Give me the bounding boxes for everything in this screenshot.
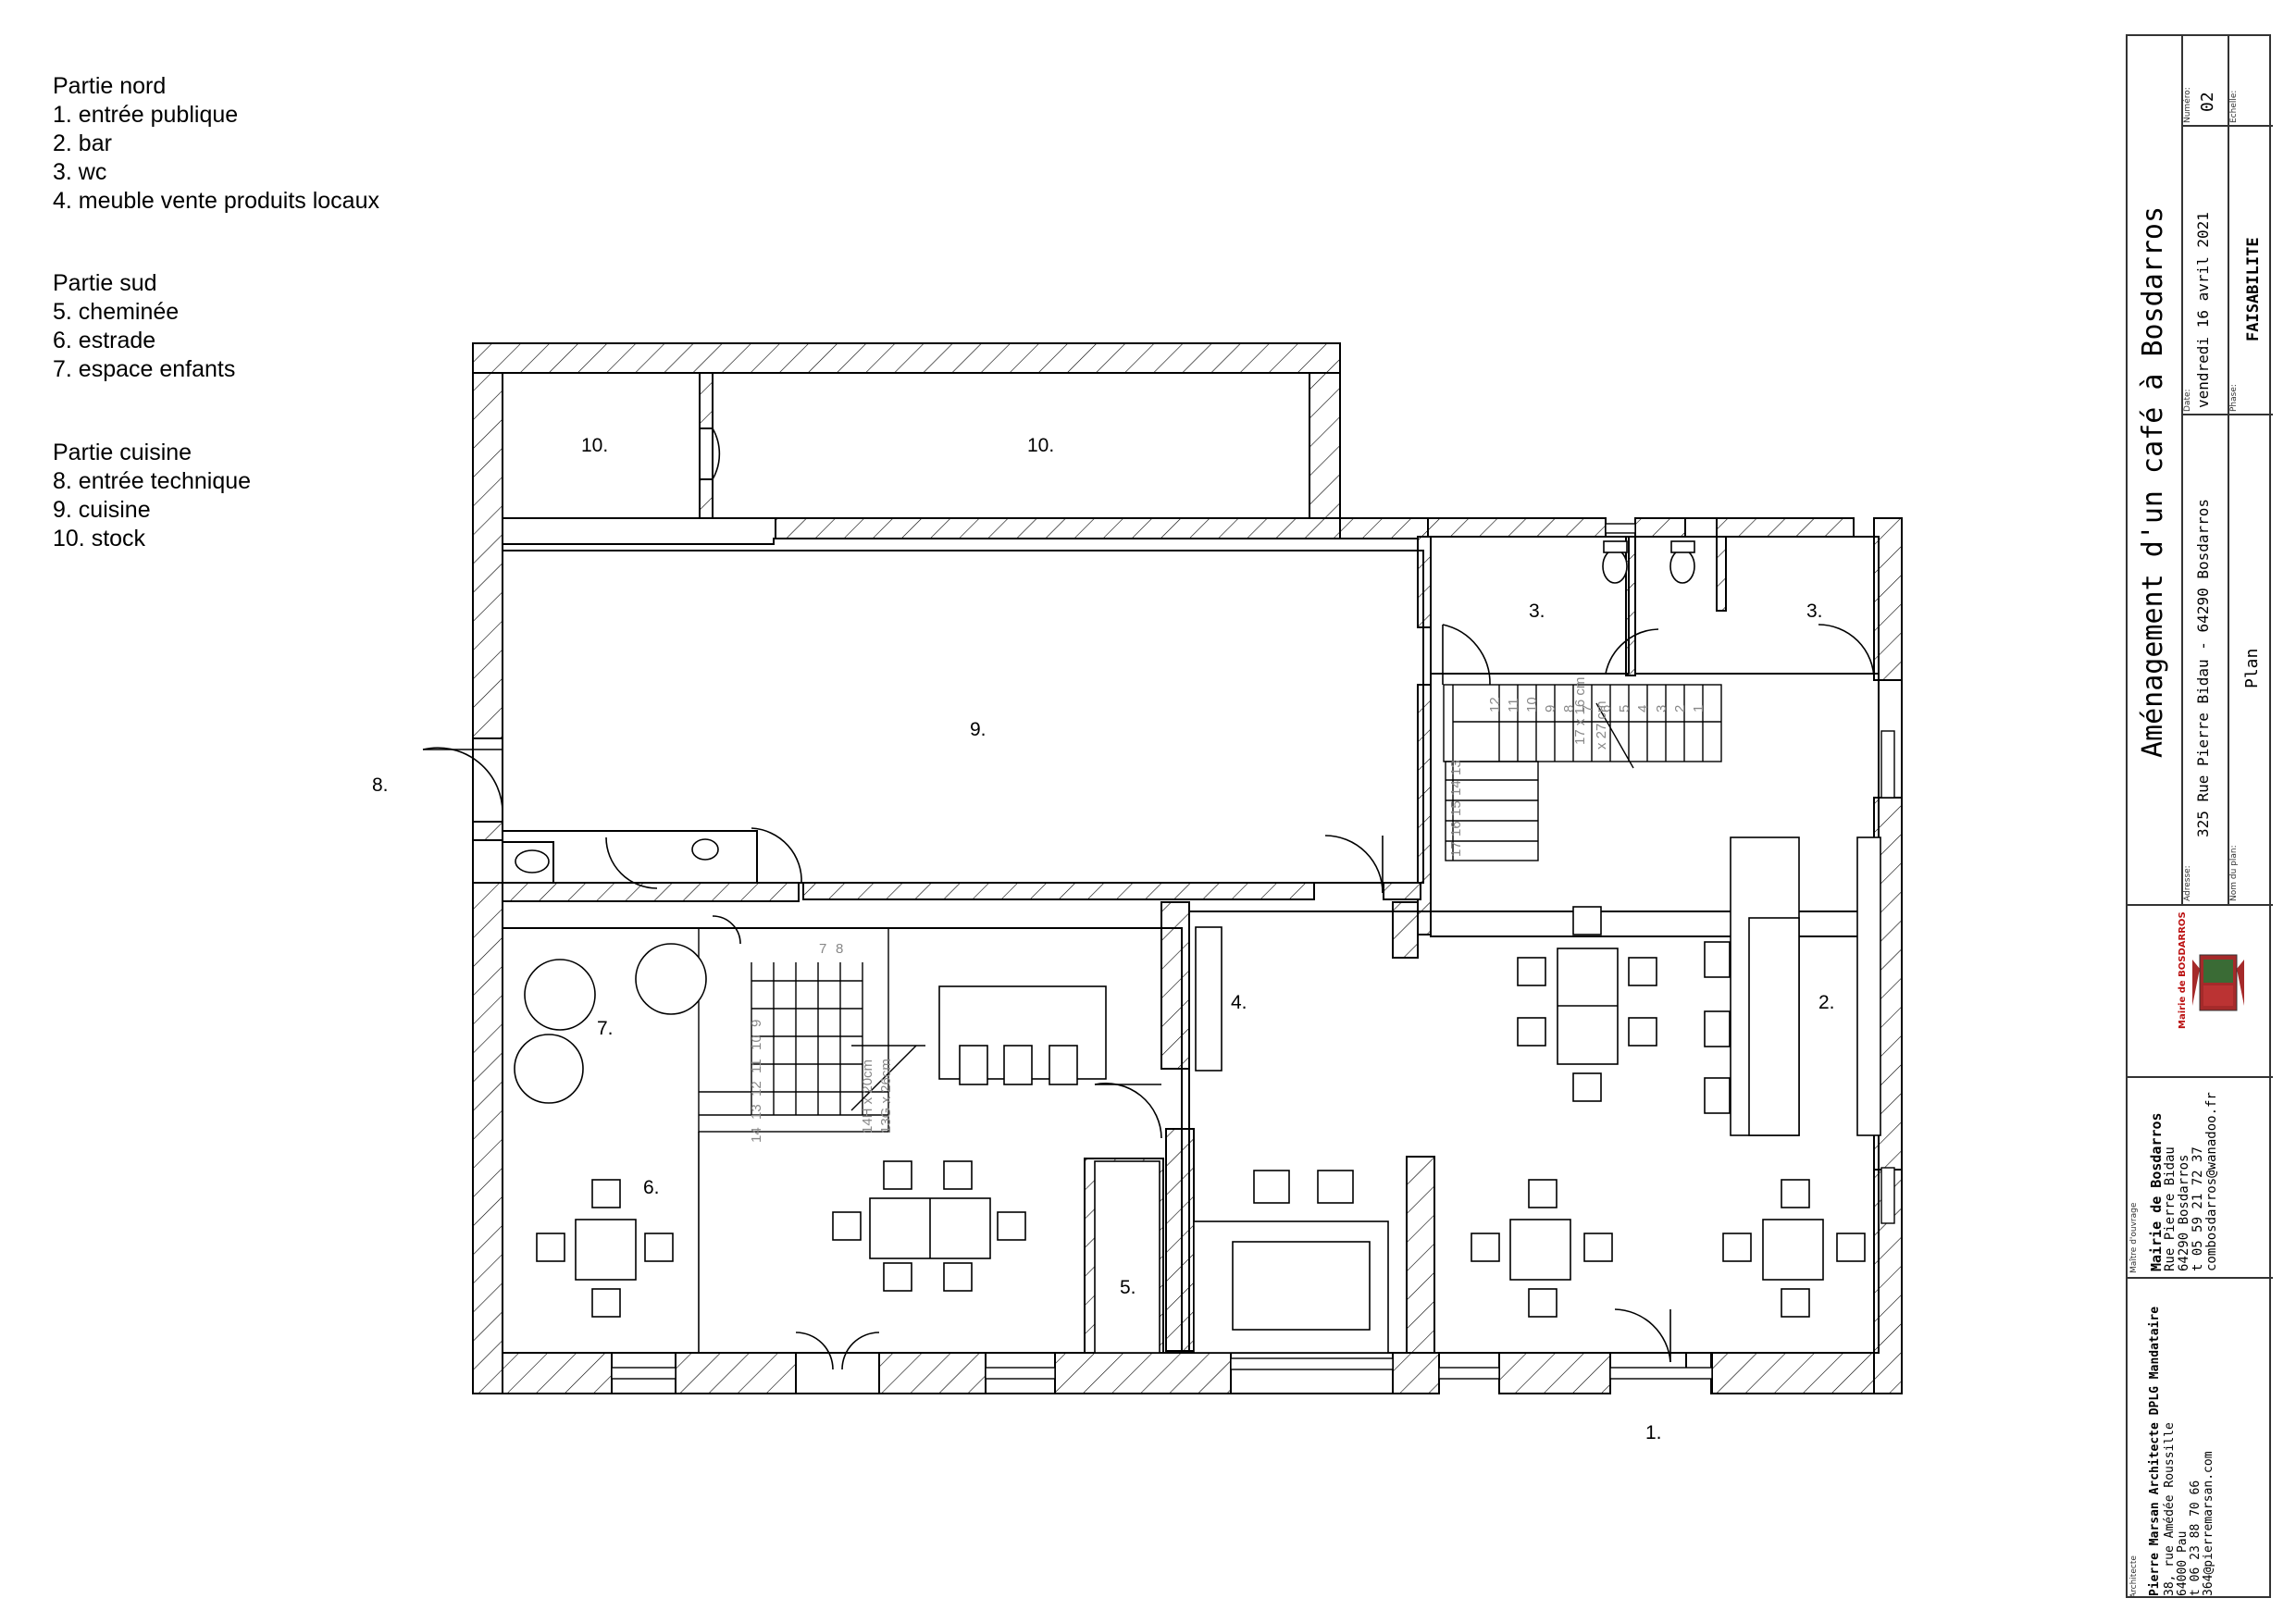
stair-step-number: 7 bbox=[1580, 705, 1595, 712]
stair-step-number: 8 bbox=[836, 941, 843, 957]
legend: Partie nord 1. entrée publique 2. bar 3.… bbox=[53, 72, 379, 216]
legend-item: 10. stock bbox=[53, 526, 146, 551]
label-stock-b: 10. bbox=[1027, 435, 1054, 456]
legend-item: 4. meuble vente produits locaux bbox=[53, 188, 379, 214]
label-kitchen: 9. bbox=[970, 719, 987, 740]
walls bbox=[472, 342, 1903, 1394]
client-line: t 05 59 21 72 37 bbox=[2191, 1146, 2205, 1271]
stair-step-number: 11 bbox=[1506, 698, 1521, 712]
stair-step-number: 5 bbox=[1617, 705, 1632, 712]
stair-step-number: 8 bbox=[1561, 705, 1577, 712]
label-stage: 6. bbox=[643, 1177, 660, 1198]
room-labels: 10. 10. 9. 8. 3. 3. 2. 4. 7. 6. 5. 1. bbox=[372, 435, 1835, 1443]
plan-name: Plan bbox=[2242, 648, 2262, 688]
label-shop-furniture: 4. bbox=[1231, 992, 1247, 1013]
number-caption: Numéro: bbox=[2183, 87, 2192, 123]
stair-step-number: 13 bbox=[749, 1104, 764, 1120]
municipality-logo: Mairie de BOSDARROS bbox=[2165, 911, 2257, 1061]
stair-note: 17 x 16 cm bbox=[1572, 677, 1588, 745]
client-line: Rue Pierre Bidau bbox=[2163, 1146, 2178, 1271]
stair-step-number: 2 bbox=[1672, 705, 1688, 712]
stair-step-number: 13 bbox=[1448, 760, 1464, 775]
label-wc-a: 3. bbox=[1529, 601, 1545, 622]
stair-step-number: 3 bbox=[1654, 705, 1669, 712]
label-wc-b: 3. bbox=[1806, 601, 1823, 622]
architect-line: 64000 Pau bbox=[2176, 1530, 2190, 1596]
doors bbox=[422, 427, 1875, 1370]
legend-title-nord: Partie nord bbox=[53, 73, 167, 99]
stair-step-number: 14 bbox=[749, 1127, 764, 1143]
stair-step-number: 6 bbox=[1598, 705, 1614, 712]
legend-item: 5. cheminée bbox=[53, 299, 180, 325]
stair-upper bbox=[1443, 684, 1722, 861]
stair-step-number: 1 bbox=[1691, 705, 1706, 712]
stair-step-number: 10 bbox=[749, 1035, 764, 1050]
legend-cuisine: Partie cuisine 8. entrée technique 9. cu… bbox=[53, 439, 251, 553]
date: vendredi 16 avril 2021 bbox=[2194, 212, 2212, 408]
legend-item: 6. estrade bbox=[53, 328, 156, 353]
architect-line: t 06 23 88 70 66 bbox=[2189, 1480, 2203, 1596]
stair-step-number: 9 bbox=[749, 1020, 764, 1027]
client-line: 64290 Bosdarros bbox=[2177, 1154, 2191, 1271]
label-bar: 2. bbox=[1818, 992, 1835, 1013]
label-tech-entry: 8. bbox=[372, 774, 389, 796]
phase: FAISABILITE bbox=[2244, 237, 2263, 341]
stair-step-number: 15 bbox=[1448, 800, 1464, 816]
architect-line: 38, rue Amédée Roussille bbox=[2163, 1422, 2177, 1596]
stair-step-number: 11 bbox=[749, 1059, 764, 1073]
architect-name: Pierre Marsan Architecte DPLG Mandataire bbox=[2148, 1306, 2162, 1596]
floor-plan: 12 11 10 9 8 7 6 5 4 3 2 1 17 x 16 cm x … bbox=[372, 342, 1903, 1443]
stair-upper-numbers: 12 11 10 9 8 7 6 5 4 3 2 1 17 x 16 cm x … bbox=[1448, 677, 1706, 857]
architect-caption: Architecte bbox=[2129, 1555, 2139, 1598]
legend-item: 2. bar bbox=[53, 130, 112, 156]
stair-step-number: 10 bbox=[1524, 697, 1540, 712]
stair-step-number: 4 bbox=[1635, 705, 1651, 712]
plan-name-caption: Nom du plan: bbox=[2229, 845, 2239, 901]
client-line: combosdarros@wanadoo.fr bbox=[2204, 1092, 2219, 1271]
stair-step-number: 12 bbox=[1487, 697, 1503, 712]
legend-title-cuisine: Partie cuisine bbox=[53, 440, 192, 465]
stair-step-number: 14 bbox=[1448, 780, 1464, 796]
legend-sud: Partie sud 5. cheminée 6. estrade 7. esp… bbox=[53, 269, 235, 384]
phase-caption: Phase: bbox=[2229, 384, 2239, 412]
furniture bbox=[514, 540, 1881, 1354]
windows bbox=[611, 523, 1895, 1380]
address-caption: Adresse: bbox=[2183, 865, 2192, 901]
stair-step-number: 12 bbox=[749, 1081, 764, 1096]
coat-of-arms-icon bbox=[2192, 954, 2244, 1011]
title-block: Aménagement d'un café à Bosdarros Adress… bbox=[2126, 34, 2273, 1598]
legend-item: 7. espace enfants bbox=[53, 356, 236, 382]
stair-step-number: 9 bbox=[1543, 705, 1558, 712]
stair-lower bbox=[698, 927, 925, 1133]
legend-item: 3. wc bbox=[53, 159, 107, 185]
address: 325 Rue Pierre Bidau - 64290 Bosdarros bbox=[2194, 498, 2212, 837]
number: 02 bbox=[2198, 92, 2217, 112]
stair-step-number: 16 bbox=[1448, 821, 1464, 836]
stair-note: 14H x 20cm bbox=[860, 1059, 875, 1134]
stair-step-number: 7 bbox=[819, 941, 826, 957]
label-fireplace: 5. bbox=[1120, 1277, 1136, 1298]
stair-note: x 27 cm bbox=[1594, 700, 1609, 750]
stair-note: 13G x 26cm bbox=[878, 1059, 894, 1134]
architect-line: 364@pierremarsan.com bbox=[2202, 1451, 2215, 1596]
date-caption: Date: bbox=[2183, 389, 2192, 412]
stair-step-number: 17 bbox=[1448, 841, 1464, 857]
legend-title-sud: Partie sud bbox=[53, 270, 157, 296]
legend-item: 8. entrée technique bbox=[53, 468, 252, 494]
label-kids: 7. bbox=[597, 1018, 614, 1039]
legend-item: 1. entrée publique bbox=[53, 102, 239, 128]
label-stock-a: 10. bbox=[581, 435, 608, 456]
client-caption: Maître d'ouvrage bbox=[2129, 1202, 2139, 1273]
label-public-entry: 1. bbox=[1645, 1422, 1662, 1443]
project-title: Aménagement d'un café à Bosdarros bbox=[2137, 205, 2169, 758]
legend-item: 9. cuisine bbox=[53, 497, 151, 523]
scale-caption: Echelle: bbox=[2229, 90, 2239, 123]
stair-lower-numbers: 7 8 9 10 11 12 13 14 14H x 20cm 13G x 26… bbox=[749, 941, 894, 1143]
